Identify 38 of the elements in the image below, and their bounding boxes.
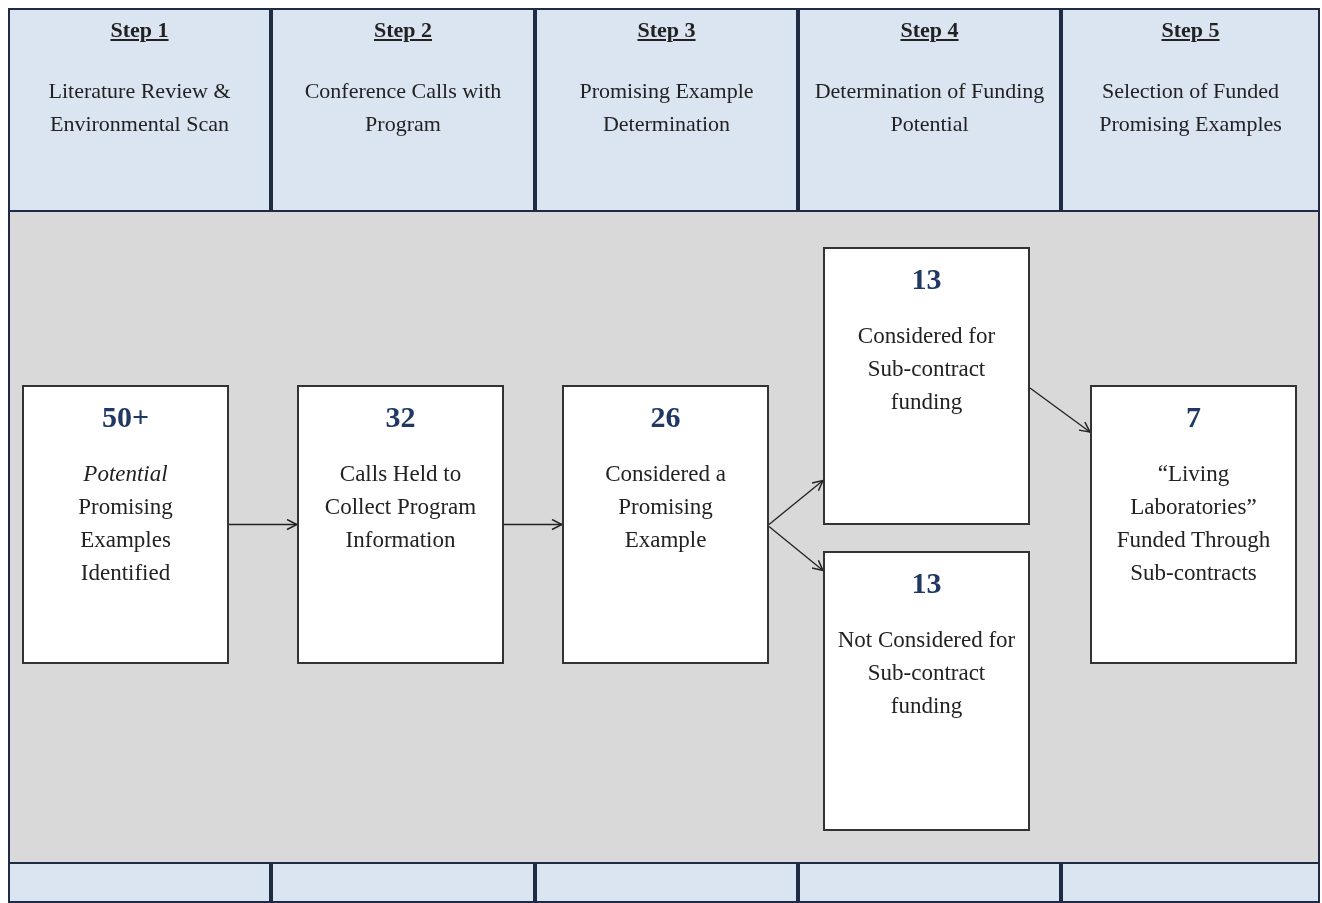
arrow [1029,387,1091,433]
step-description: Promising Example Determination [578,77,755,138]
count-description: Not Considered for Sub-contract funding [837,626,1016,720]
count-box [297,385,504,664]
count-number: 7 [1186,399,1201,435]
arrow [768,479,824,526]
step-header-cell [271,8,535,212]
count-description: Considered a Promising Example [604,460,727,554]
count-box [562,385,769,664]
step-header-cell [798,8,1061,212]
count-description: Calls Held to Collect Program Information [323,460,478,554]
step-description: Determination of Funding Potential [813,77,1046,138]
step-heading: Step 3 [637,16,696,44]
step-header-cell [1061,8,1320,212]
count-number: 13 [911,261,942,297]
count-box [1090,385,1297,664]
step-description: Selection of Funded Promising Examples [1098,77,1283,138]
count-description: Potential Promising Examples Identified [77,460,174,587]
count-number: 50+ [101,399,150,435]
count-description: “Living Laboratories” Funded Through Sub-contracts [1115,460,1272,587]
step-heading: Step 2 [373,16,433,44]
count-number: 26 [650,399,681,435]
step-description: Conference Calls with Program [303,77,503,138]
count-box [22,385,229,664]
count-description: Considered for Sub-contract funding [856,322,997,416]
step-header-cell [535,8,798,212]
arrow [503,518,563,531]
step-description: Literature Review & Environmental Scan [47,77,232,138]
count-number: 13 [911,565,942,601]
step-header-cell [8,8,271,212]
step-heading: Step 4 [900,16,959,44]
count-number: 32 [385,399,416,435]
count-box [823,247,1030,525]
arrow [768,525,824,572]
step-heading: Step 5 [1161,16,1220,44]
count-box [823,551,1030,831]
arrow [228,518,298,531]
step-heading: Step 1 [110,16,169,44]
